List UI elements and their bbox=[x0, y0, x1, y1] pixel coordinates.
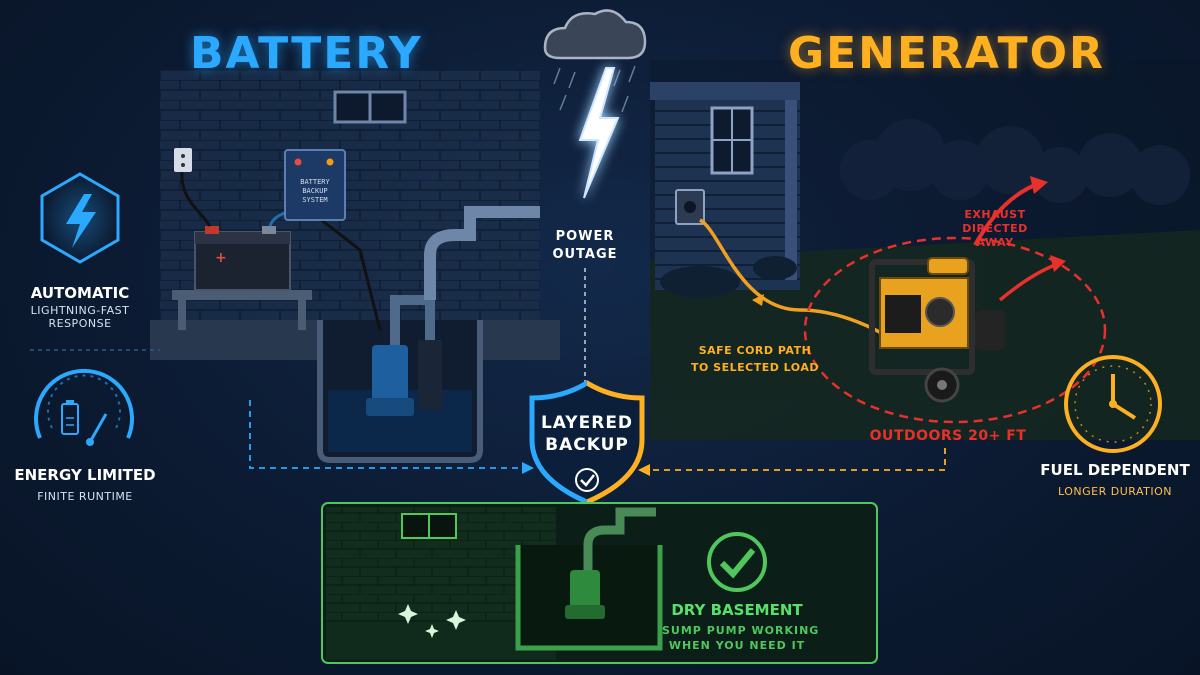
panel-label-line-1: BATTERY bbox=[300, 178, 330, 186]
generator-title: GENERATOR bbox=[788, 28, 1105, 79]
shield-line-2: BACKUP bbox=[545, 435, 629, 455]
battery-gauge-icon bbox=[34, 368, 134, 446]
outage-line-2: OUTAGE bbox=[552, 247, 618, 262]
safe-cord-label: SAFE CORD PATH TO SELECTED LOAD bbox=[680, 342, 830, 376]
panel-label-line-3: SYSTEM bbox=[302, 196, 328, 204]
energy-limited-label: ENERGY LIMITED FINITE RUNTIME bbox=[0, 466, 170, 503]
battery-basement-scene: + bbox=[150, 70, 560, 463]
clock-icon bbox=[1064, 355, 1162, 453]
result-sub-2: WHEN YOU NEED IT bbox=[668, 639, 806, 652]
power-outage-label: POWER OUTAGE bbox=[545, 228, 625, 264]
cord-line-1: SAFE CORD PATH bbox=[698, 344, 812, 357]
battery-panel-label: BATTERY BACKUP SYSTEM bbox=[289, 178, 341, 205]
result-sub-1: SUMP PUMP WORKING bbox=[662, 624, 820, 637]
fuel-sub: LONGER DURATION bbox=[1058, 485, 1172, 498]
svg-text:+: + bbox=[215, 250, 227, 266]
automatic-sub-1: LIGHTNING-FAST bbox=[30, 304, 130, 317]
dry-basement-panel bbox=[321, 502, 878, 664]
outage-line-1: POWER bbox=[555, 229, 615, 244]
shield-line-1: LAYERED bbox=[540, 413, 634, 433]
exhaust-line-1: EXHAUST bbox=[964, 208, 1026, 221]
check-circle-icon bbox=[707, 532, 767, 592]
automatic-sub-2: RESPONSE bbox=[48, 317, 112, 330]
exhaust-line-3: AWAY bbox=[976, 236, 1014, 249]
generator-icon bbox=[869, 257, 1005, 403]
lightning-bolt-icon bbox=[578, 67, 620, 199]
layered-backup-label: LAYERED BACKUP bbox=[537, 412, 637, 456]
dry-basement-label: DRY BASEMENT SUMP PUMP WORKING WHEN YOU … bbox=[662, 601, 820, 653]
automatic-label: AUTOMATIC LIGHTNING-FAST RESPONSE bbox=[0, 284, 160, 330]
result-heading: DRY BASEMENT bbox=[671, 601, 803, 619]
exhaust-line-2: DIRECTED bbox=[962, 222, 1028, 235]
cord-line-2: TO SELECTED LOAD bbox=[690, 361, 819, 374]
automatic-heading: AUTOMATIC bbox=[30, 284, 130, 302]
storm-cloud-icon bbox=[543, 9, 647, 113]
battery-title: BATTERY bbox=[190, 28, 423, 79]
outdoors-distance-label: OUTDOORS 20+ FT bbox=[869, 428, 1027, 444]
battery-icon: + bbox=[194, 226, 291, 291]
exhaust-label: EXHAUST DIRECTED AWAY bbox=[950, 208, 1040, 250]
fuel-dependent-label: FUEL DEPENDENT LONGER DURATION bbox=[1035, 461, 1195, 498]
energy-sub: FINITE RUNTIME bbox=[37, 490, 133, 503]
panel-label-line-2: BACKUP bbox=[302, 187, 328, 195]
fuel-heading: FUEL DEPENDENT bbox=[1040, 461, 1190, 479]
generator-outdoor-scene bbox=[650, 60, 1200, 440]
energy-heading: ENERGY LIMITED bbox=[14, 466, 156, 484]
automatic-hexagon-badge bbox=[40, 172, 120, 264]
